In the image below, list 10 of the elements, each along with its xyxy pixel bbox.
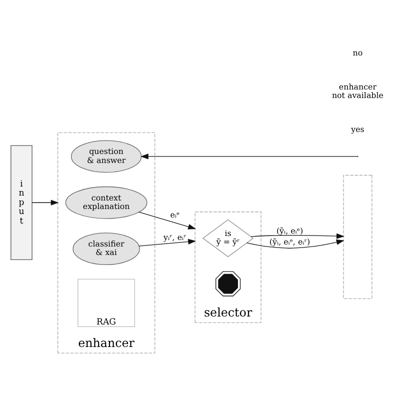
arrow — [32, 200, 59, 206]
node-box — [343, 174, 372, 299]
arrow — [138, 212, 196, 230]
arrow — [140, 154, 358, 160]
arrow — [250, 233, 344, 239]
node-box: input — [10, 145, 32, 260]
node-box: RAG — [78, 278, 135, 328]
arrow — [138, 238, 196, 246]
node-picture — [216, 271, 241, 296]
arrow — [246, 240, 344, 249]
